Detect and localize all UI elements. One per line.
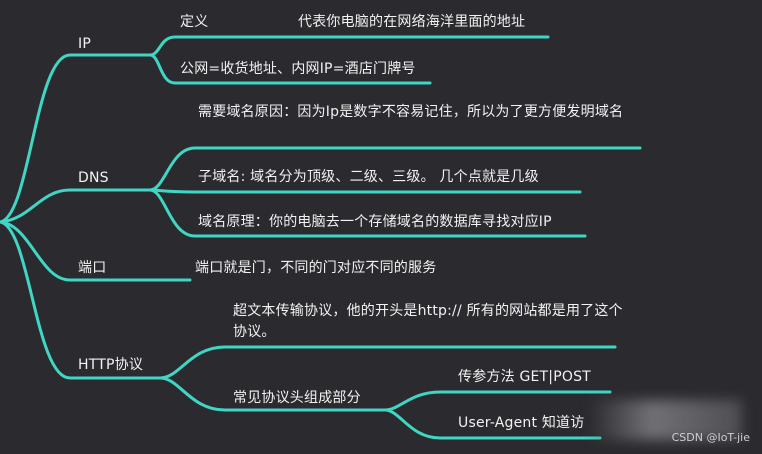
branch-root-dns xyxy=(0,188,152,224)
branch-http-header xyxy=(158,376,387,412)
http-header-parts: 常见协议头组成部分 xyxy=(233,390,361,406)
port-node: 端口 xyxy=(78,260,107,276)
branch-dns-principle xyxy=(148,188,587,238)
branch-http-hypertext xyxy=(158,345,617,380)
branch-root-port xyxy=(0,220,192,282)
branch-header-method xyxy=(383,390,612,412)
dns-node: DNS xyxy=(78,170,109,186)
http-user-agent: User-Agent 知道访 xyxy=(458,415,585,431)
port-desc: 端口就是门，不同的门对应不同的服务 xyxy=(195,260,437,276)
ip-definition-label: 定义 xyxy=(180,14,209,30)
branch-root-http xyxy=(0,220,162,380)
http-node: HTTP协议 xyxy=(78,357,144,373)
branch-dns-reason xyxy=(148,146,642,192)
branch-root-ip xyxy=(0,53,152,224)
http-hypertext: 超文本传输协议，他的开头是http:// 所有的网站都是用了这个协议。 xyxy=(233,303,623,340)
branch-header-ua xyxy=(383,408,602,440)
ip-analogy: 公网=收货地址、内网IP=酒店门牌号 xyxy=(180,61,416,77)
csdn-watermark: CSDN @IoT-jie xyxy=(671,431,750,444)
branch-dns-subdomain xyxy=(148,188,582,194)
dns-reason: 需要域名原因：因为Ip是数字不容易记住，所以为了更方便发明域名 xyxy=(198,104,624,120)
dns-subdomain: 子域名: 域名分为顶级、二级、三级。 几个点就是几级 xyxy=(198,169,539,185)
branch-ip-analogy xyxy=(148,53,432,85)
ip-definition-desc: 代表你电脑的在网络海洋里面的地址 xyxy=(298,14,526,30)
branch-ip-dingyi xyxy=(148,35,550,57)
dns-principle: 域名原理：你的电脑去一个存储域名的数据库寻找对应IP xyxy=(198,214,552,230)
ip-node: IP xyxy=(78,36,91,52)
blurred-overlay xyxy=(592,400,742,440)
http-method: 传参方法 GET|POST xyxy=(458,369,591,385)
